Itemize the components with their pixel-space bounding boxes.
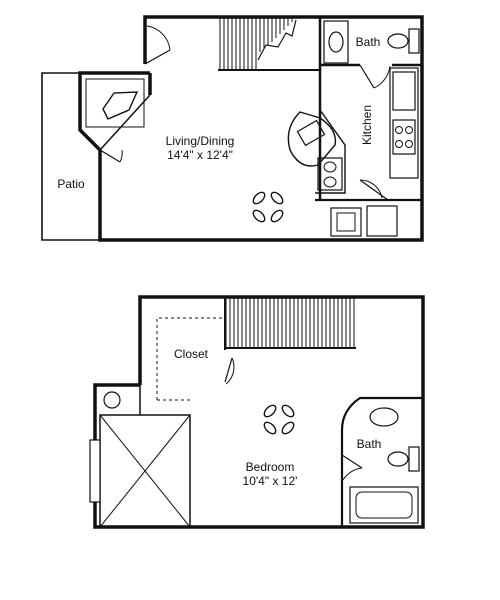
pantry-door (359, 179, 389, 201)
bath-door-swing (373, 65, 391, 89)
dryer (366, 205, 398, 237)
bath-door (359, 64, 375, 89)
pantry-door-swing (359, 179, 383, 199)
bath-wall (340, 396, 423, 527)
kitchen-label: Kitchen (360, 105, 374, 145)
exterior-wall (93, 295, 425, 529)
kitchen-counter (389, 67, 419, 179)
burner-icon (395, 126, 403, 134)
toilet-icon (387, 33, 409, 49)
lower-bath-label: Bath (357, 437, 382, 451)
bathtub (349, 486, 419, 524)
refrigerator (392, 71, 416, 111)
patio-label: Patio (57, 177, 85, 191)
water-heater (102, 91, 139, 120)
burner-icon (405, 126, 413, 134)
washer-inner (336, 212, 356, 232)
stairs-upper (218, 17, 320, 71)
lower-bath-door (341, 454, 363, 469)
living-dining-label: Living/Dining (166, 134, 235, 148)
lower-floor (89, 295, 425, 529)
ceiling-fan-icon (263, 404, 295, 435)
sink-bowl-icon (323, 176, 337, 188)
upper-bath-label: Bath (356, 35, 381, 49)
stairs-lower (224, 297, 356, 349)
closet-divider (99, 94, 151, 151)
living-dining-size: 14'4" x 12'4" (167, 148, 233, 162)
sink-bowl-icon (323, 161, 337, 173)
bath-sink-icon (328, 31, 344, 53)
bath-sink-counter (323, 20, 349, 64)
patio-door-swing (119, 149, 123, 163)
toilet-tank (408, 28, 420, 54)
bedroom-label: Bedroom (246, 460, 295, 474)
utility-cross (99, 414, 191, 528)
toilet-icon (387, 451, 409, 467)
bedroom-size: 10'4" x 12' (243, 474, 298, 488)
kitchen-peninsula (315, 109, 346, 194)
exterior-wall (78, 15, 424, 242)
toilet-tank (408, 446, 420, 472)
water-heater-icon (103, 391, 121, 409)
bar-stool (296, 119, 326, 147)
closet-outline (156, 317, 225, 400)
breakfast-bar (287, 111, 337, 167)
patio-closet (85, 78, 145, 128)
patio-door (99, 149, 121, 163)
bath-sink-icon (369, 407, 399, 427)
closet-door (224, 357, 233, 383)
patio-outline (41, 72, 100, 241)
burner-icon (405, 140, 413, 148)
upper-floor (41, 15, 424, 242)
entry-door (144, 49, 171, 65)
kitchen-sink (317, 157, 343, 191)
ceiling-fan-icon (252, 191, 284, 223)
lower-bath-door-swing (342, 467, 363, 481)
entry-door-swing (146, 25, 171, 51)
bathtub-inner (355, 491, 413, 519)
closet-label: Closet (174, 347, 209, 361)
burner-icon (395, 140, 403, 148)
stove (392, 119, 416, 155)
washer (330, 207, 362, 237)
window (89, 439, 101, 503)
closet-door-swing (225, 357, 235, 385)
